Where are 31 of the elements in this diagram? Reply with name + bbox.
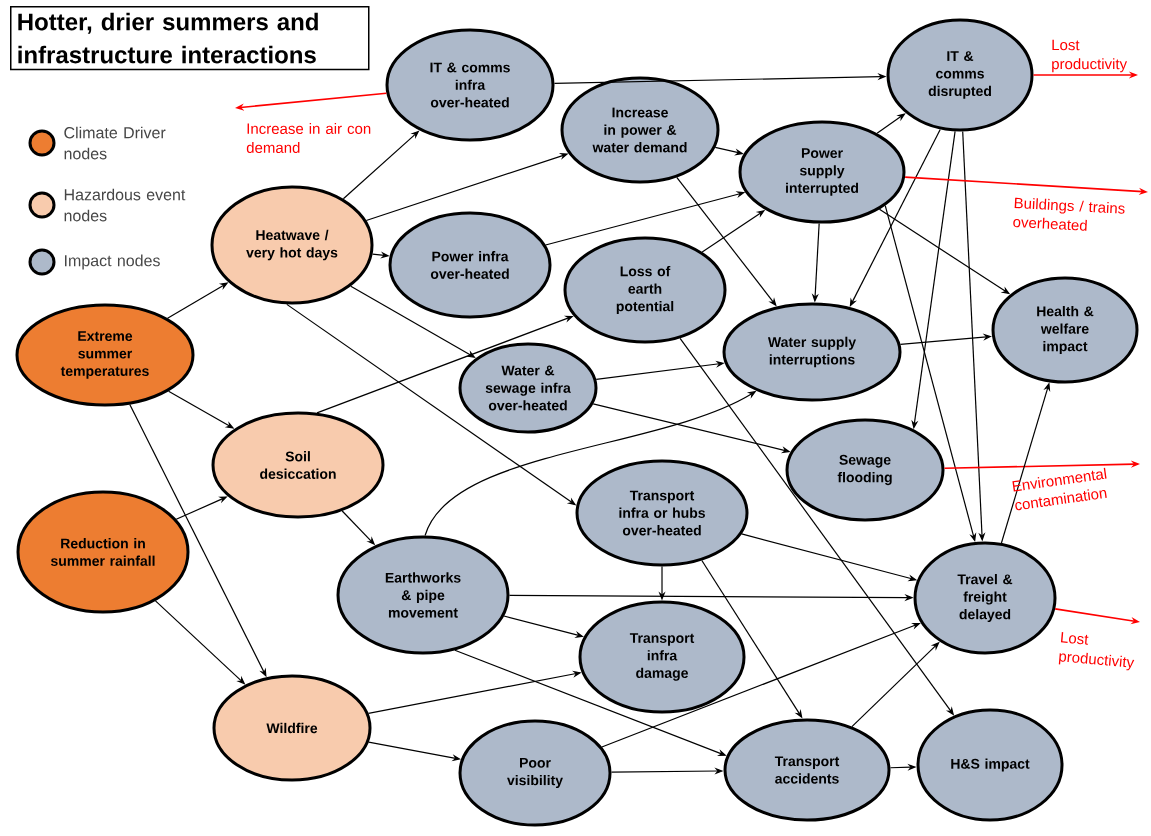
- edge-label: Increase in air con demand: [246, 123, 371, 153]
- edge-label: Environmental contamination: [1012, 467, 1107, 511]
- impact-node: IT & comms infra over-heated: [385, 28, 555, 142]
- edge-label: Lost productivity: [1058, 632, 1135, 671]
- impact-node: Extreme summer temperatures: [15, 303, 195, 407]
- impact-node: Soil desiccation: [211, 411, 385, 519]
- impact-node: Health & welfare impact: [991, 276, 1139, 384]
- impact-node: Wildfire: [212, 674, 372, 782]
- impact-node: Power supply interrupted: [738, 120, 906, 224]
- impact-node: Transport infra or hubs over-heated: [575, 459, 749, 567]
- impact-node: Transport infra damage: [578, 600, 746, 714]
- impact-node: Loss of earth potential: [563, 236, 727, 344]
- impact-node: Heatwave / very hot days: [210, 185, 374, 305]
- edge-label: Buildings / trains overheated: [1013, 197, 1125, 231]
- impact-node: IT & comms disrupted: [886, 18, 1034, 132]
- impact-node: Power infra over-heated: [388, 211, 552, 319]
- impact-node: Increase in power & water demand: [560, 76, 720, 184]
- impact-node: Sewage flooding: [785, 418, 945, 522]
- impact-node: Water supply interruptions: [722, 302, 902, 402]
- impact-node: H&S impact: [916, 708, 1064, 822]
- title-box: Hotter, drier summers and infrastructure interactions: [10, 6, 370, 71]
- impact-node: Transport accidents: [723, 718, 891, 822]
- impact-node: Reduction in summer rainfall: [16, 490, 190, 614]
- edge-label: Lost productivity: [1052, 39, 1128, 73]
- impact-node: Poor visibility: [458, 719, 612, 827]
- legend-label: Climate Driver nodes: [64, 126, 166, 160]
- impact-node: Water & sewage infra over-heated: [458, 342, 598, 434]
- legend-label: Hazardous event nodes: [64, 188, 186, 222]
- impact-node: Earthworks & pipe movement: [336, 535, 510, 655]
- legend-label: Impact nodes: [65, 254, 160, 270]
- impact-node: Travel & freight delayed: [913, 541, 1057, 655]
